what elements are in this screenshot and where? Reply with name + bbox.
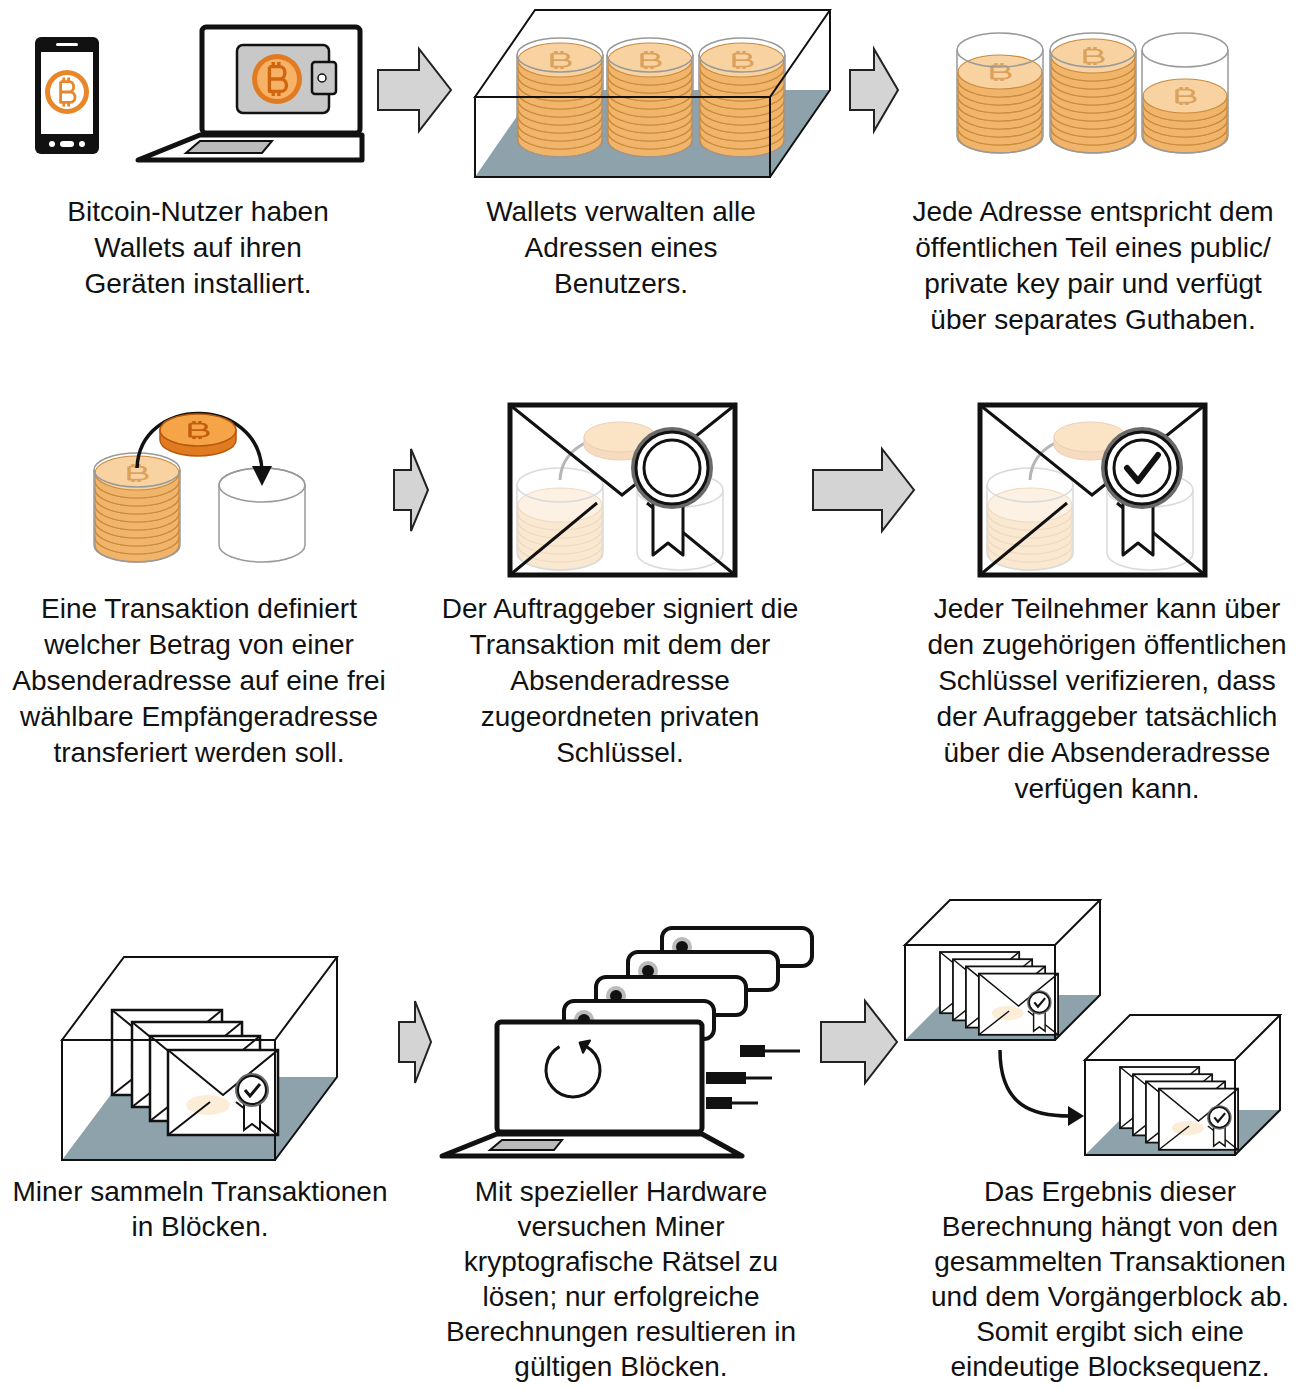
step-panel: Wallets verwalten alle Adressen eines Be…: [456, 10, 845, 306]
step-caption: Eine Transaktion definiert welcher Betra…: [10, 591, 388, 771]
flow-arrow: [813, 449, 914, 531]
step-panel: Das Ergebnis dieser Berechnung hängt von…: [902, 900, 1298, 1388]
flow-arrow: [821, 1001, 897, 1083]
step-caption: Jeder Teilnehmer kann über den zugehörig…: [921, 591, 1293, 807]
transaction-illustration: [94, 413, 305, 562]
step-caption: Wallets verwalten alle Adressen eines Be…: [461, 194, 781, 302]
flow-arrow: [850, 49, 898, 131]
verified-envelope-illustration: [980, 405, 1205, 575]
step-caption: Bitcoin-Nutzer haben Wallets auf ihren G…: [48, 194, 348, 302]
step-caption: Miner sammeln Transaktionen in Blöcken.: [8, 1174, 392, 1244]
flow-arrow: [399, 1001, 431, 1083]
step-caption: Jede Adresse entspricht dem öffentlichen…: [907, 194, 1279, 338]
step-panel: Miner sammeln Transaktionen in Blöcken.: [8, 900, 394, 1248]
wallet-box-illustration: [475, 10, 830, 177]
step-panel: Bitcoin-Nutzer haben Wallets auf ihren G…: [23, 10, 373, 306]
block-illustration: [62, 957, 337, 1160]
signed-envelope-illustration: [510, 405, 735, 575]
step-panel: Jede Adresse entspricht dem öffentlichen…: [903, 10, 1290, 342]
blockchain-illustration: [905, 900, 1280, 1155]
flow-arrow: [394, 449, 428, 531]
flow-arrow: [378, 49, 451, 131]
step-caption: Der Auftraggeber signiert die Transaktio…: [436, 591, 804, 771]
step-caption: Mit spezieller Hardware versuchen Miner …: [438, 1174, 804, 1384]
address-stacks-illustration: [957, 33, 1228, 153]
step-panel: Jeder Teilnehmer kann über den zugehörig…: [919, 395, 1295, 811]
step-panel: Der Auftraggeber signiert die Transaktio…: [433, 395, 808, 775]
step-panel: Eine Transaktion definiert welcher Betra…: [9, 395, 389, 775]
mining-hardware-illustration: [442, 928, 812, 1156]
step-caption: Das Ergebnis dieser Berechnung hängt von…: [922, 1174, 1298, 1384]
devices-illustration: [35, 27, 362, 160]
step-panel: Mit spezieller Hardware versuchen Miner …: [436, 900, 816, 1388]
